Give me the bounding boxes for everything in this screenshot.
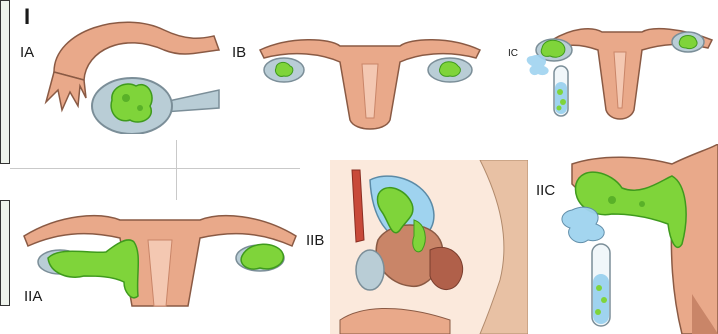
divider-line <box>176 140 177 200</box>
table-fragment-bottom <box>0 200 10 306</box>
panel-iib <box>330 160 528 334</box>
panel-iia <box>20 196 300 312</box>
divider-line <box>10 168 300 169</box>
panel-label-ic: IC <box>508 48 518 59</box>
iia-uterus-illustration <box>20 196 300 312</box>
panel-label-iic: IIC <box>536 182 555 199</box>
panel-iic <box>552 144 718 334</box>
iib-pelvis-cross-section <box>330 160 528 334</box>
panel-label-ib: IB <box>232 44 246 61</box>
panel-label-ia: IA <box>20 44 34 61</box>
ia-ovary-illustration <box>14 10 224 134</box>
ic-uterus-illustration <box>502 4 718 130</box>
table-fragment-top <box>0 0 10 164</box>
panel-label-iia: IIA <box>24 288 42 305</box>
panel-ic <box>502 4 718 130</box>
panel-ib <box>250 10 490 134</box>
panel-ia <box>14 10 224 134</box>
ib-uterus-illustration <box>250 10 490 134</box>
panel-label-iib: IIB <box>306 232 324 249</box>
iic-uterus-illustration <box>552 144 718 334</box>
